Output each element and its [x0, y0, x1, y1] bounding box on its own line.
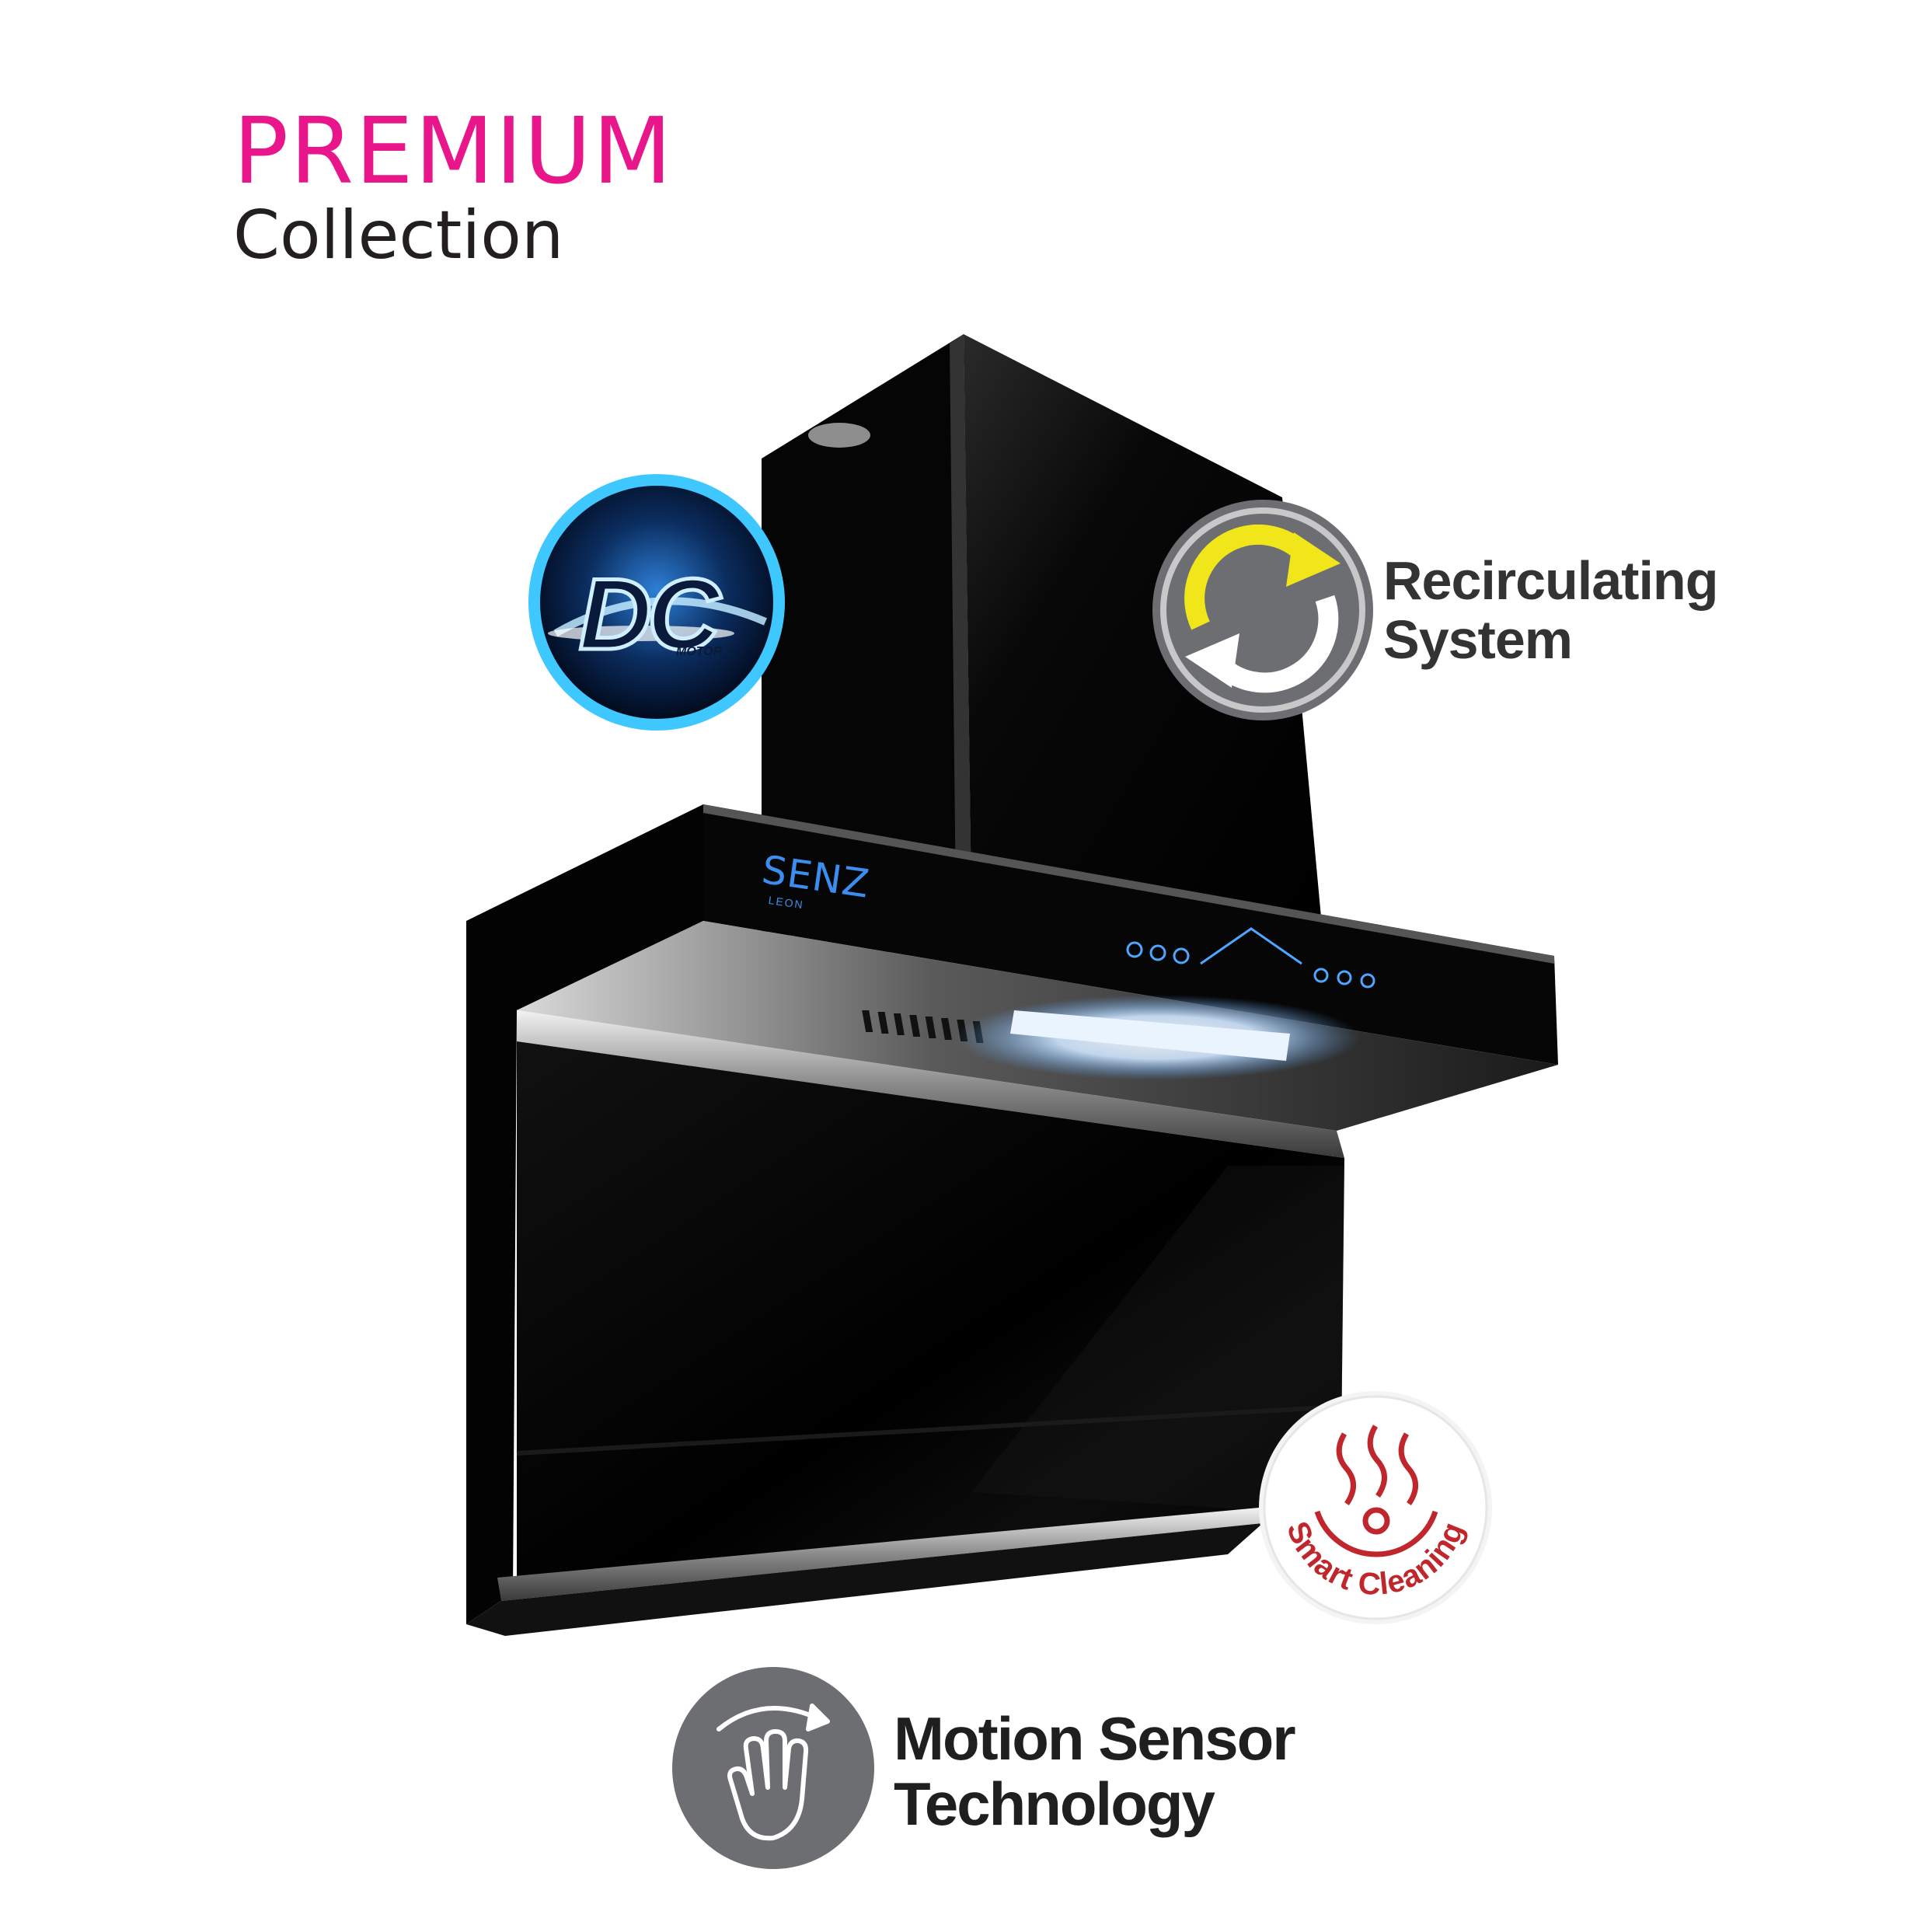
- dc-motor-badge: [528, 474, 785, 731]
- steel-trim: [517, 1010, 1344, 1158]
- smart-cleaning-badge: Smart Cleaning: [1259, 1391, 1492, 1624]
- steam-cleaning-icon: [1314, 1425, 1438, 1557]
- bottom-trim: [497, 1508, 1263, 1601]
- premium-heading: PREMIUM: [233, 97, 674, 204]
- recirculating-label: Recirculating System: [1383, 550, 1718, 670]
- motion-sensor-badge: [672, 1667, 874, 1869]
- motion-sensor-label-line2: Technology: [894, 1770, 1215, 1839]
- touch-control-panel: [1126, 927, 1375, 989]
- hand-wave-icon: [716, 1704, 830, 1841]
- canopy-top: [703, 804, 1558, 1065]
- recirculating-label-line2: System: [1383, 609, 1573, 670]
- chimney-front: [964, 334, 1321, 917]
- collection-subheading: Collection: [233, 197, 564, 274]
- motion-sensor-label: Motion Sensor Technology: [894, 1704, 1296, 1839]
- recirculating-badge: [1152, 500, 1373, 720]
- front-glass-panel: [517, 1041, 1344, 1593]
- led-light: [1010, 1010, 1290, 1061]
- dc-motor-subtext: MOTOR: [676, 645, 723, 658]
- dc-motor-text: DC: [577, 556, 723, 673]
- recirculate-arrows-icon: [1184, 524, 1341, 693]
- motion-sensor-label-line1: Motion Sensor: [894, 1704, 1296, 1773]
- recirculating-label-line1: Recirculating: [1383, 550, 1718, 611]
- chimney-side: [762, 334, 971, 933]
- side-panel: [466, 804, 703, 1624]
- dc-motor-icon: [553, 597, 767, 637]
